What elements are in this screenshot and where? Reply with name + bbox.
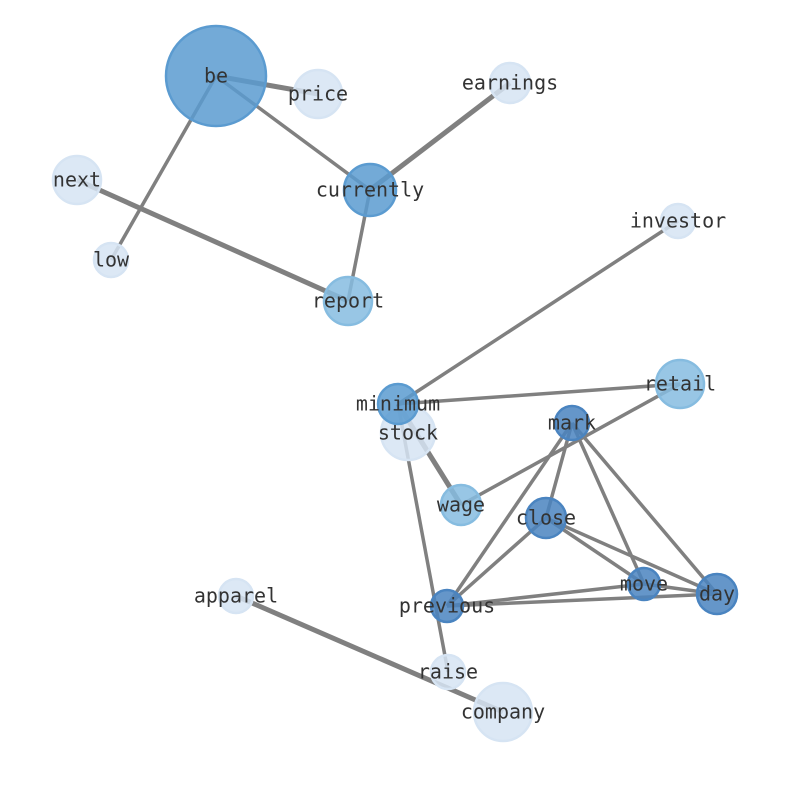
- nodes-layer: [51, 24, 739, 743]
- node-price: [292, 68, 344, 120]
- node-label-company: company: [461, 700, 545, 724]
- node-label-previous: previous: [399, 594, 495, 618]
- edge-retail-wage: [460, 382, 681, 507]
- node-earnings: [488, 61, 532, 105]
- node-label-retail: retail: [644, 372, 716, 396]
- edge-apparel-company: [235, 593, 504, 715]
- node-label-wage: wage: [437, 493, 485, 517]
- node-low: [92, 241, 130, 279]
- node-label-apparel: apparel: [194, 584, 278, 608]
- node-be: [164, 24, 268, 128]
- node-wage: [439, 483, 483, 527]
- node-label-day: day: [699, 582, 735, 606]
- edge-minimum-investor: [397, 219, 679, 406]
- node-raise: [429, 653, 467, 691]
- node-label-be: be: [204, 64, 228, 88]
- node-label-investor: investor: [630, 209, 726, 233]
- node-retail: [654, 358, 706, 410]
- node-company: [472, 681, 534, 743]
- node-day: [695, 572, 739, 616]
- node-label-price: price: [288, 82, 348, 106]
- node-label-next: next: [53, 168, 101, 192]
- edge-previous-move: [446, 582, 645, 608]
- edge-mark-day: [570, 421, 719, 596]
- node-move: [626, 566, 662, 602]
- node-close: [524, 496, 568, 540]
- node-label-mark: mark: [548, 411, 596, 435]
- node-label-close: close: [516, 506, 576, 530]
- node-label-move: move: [620, 572, 668, 596]
- edge-next-report: [75, 177, 350, 304]
- labels-layer: be price earnings next currently investor low r…: [53, 64, 735, 724]
- edge-close-previous: [445, 516, 548, 608]
- node-label-minimum: minimum: [356, 392, 440, 416]
- node-label-low: low: [93, 248, 130, 272]
- node-label-currently: currently: [316, 178, 424, 202]
- node-currently: [342, 162, 398, 218]
- edge-mark-previous: [445, 422, 574, 607]
- node-label-earnings: earnings: [462, 71, 558, 95]
- node-apparel: [217, 577, 255, 615]
- node-label-report: report: [312, 289, 384, 313]
- node-investor: [659, 202, 697, 240]
- edge-minimum-retail: [397, 382, 681, 406]
- node-next: [51, 154, 103, 206]
- edge-previous-day: [446, 592, 718, 608]
- node-label-stock: stock: [378, 421, 438, 445]
- node-mark: [553, 404, 591, 442]
- node-label-raise: raise: [418, 660, 478, 684]
- node-minimum: [376, 382, 420, 426]
- edge-close-day: [545, 516, 718, 596]
- node-previous: [429, 588, 465, 624]
- node-report: [322, 275, 374, 327]
- edge-currently-earnings: [368, 81, 512, 192]
